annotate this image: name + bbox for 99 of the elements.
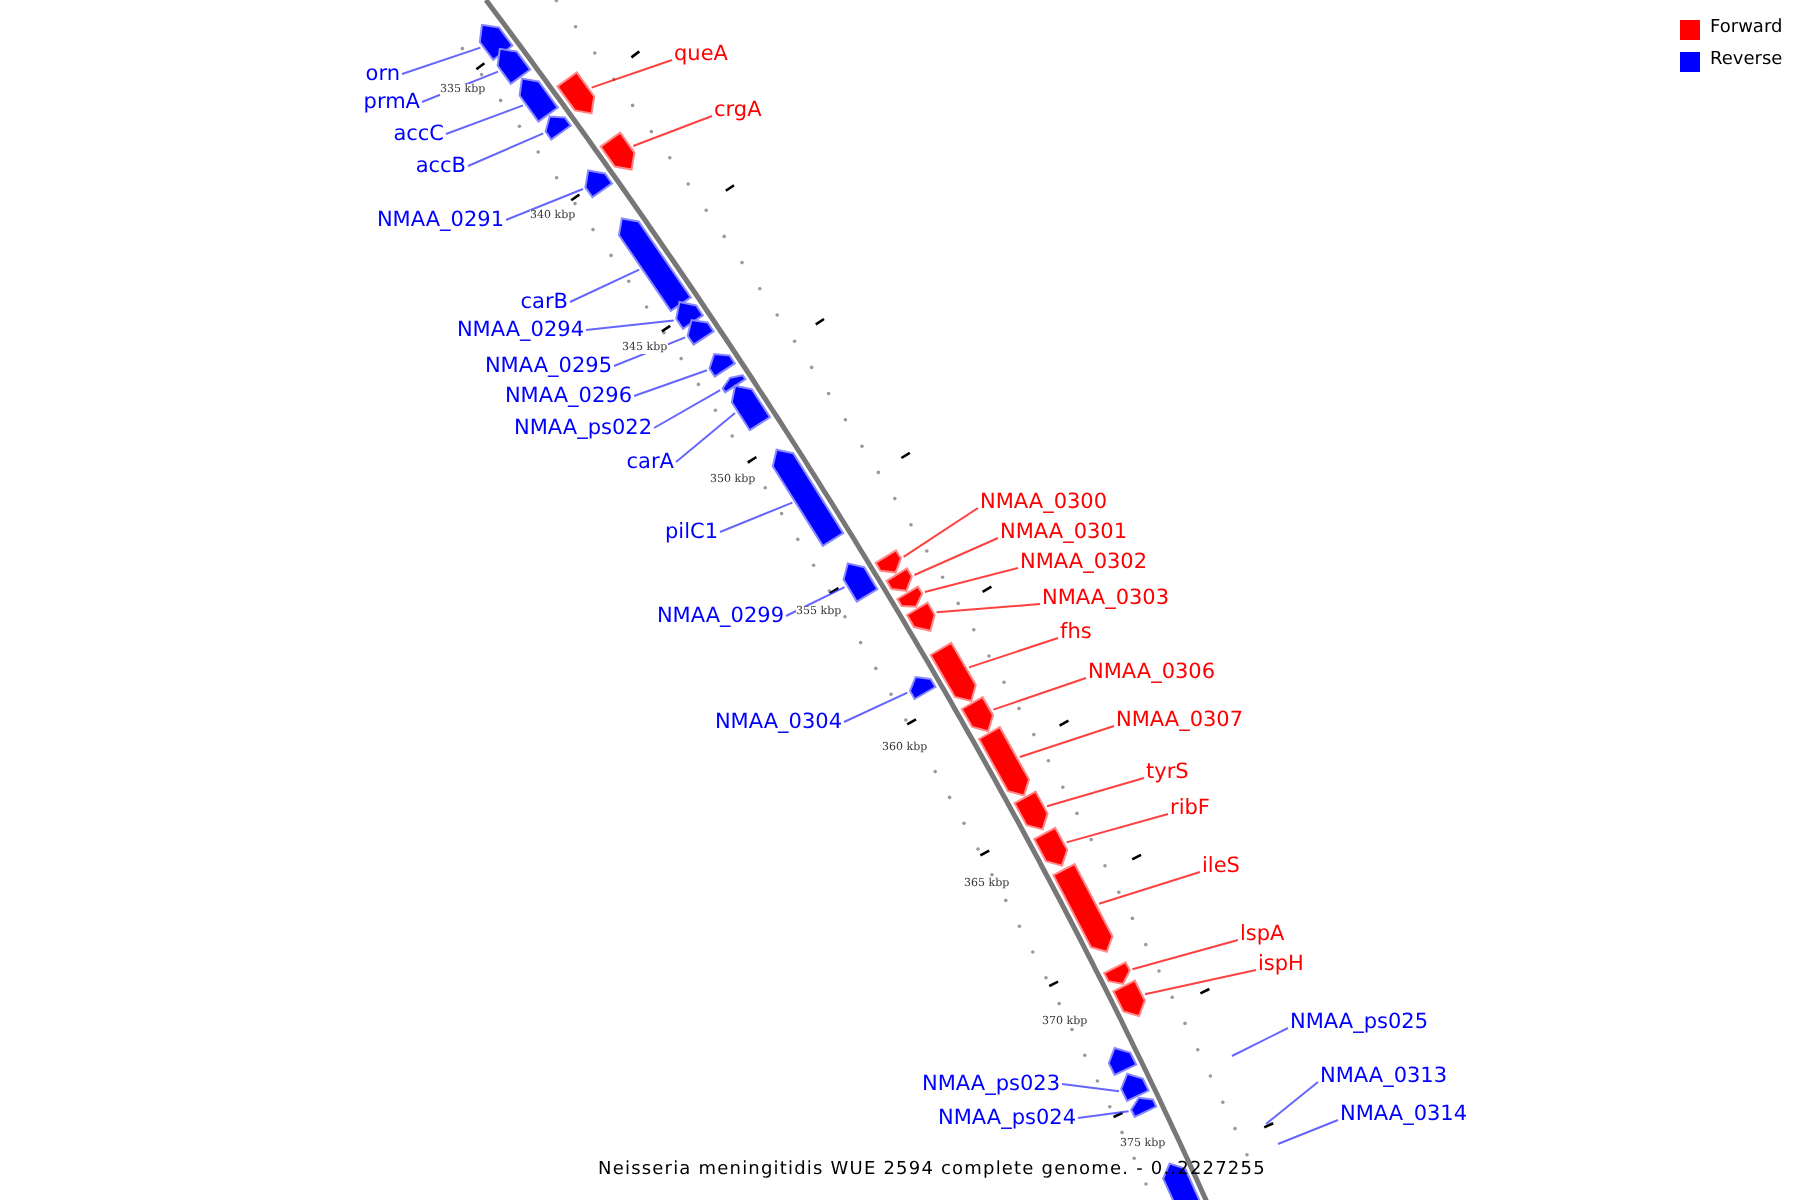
gene-block xyxy=(1102,961,1131,986)
gene-block xyxy=(905,601,936,632)
leader-line xyxy=(1046,777,1145,808)
leader-line xyxy=(1098,871,1201,905)
gene-label: lspA xyxy=(1240,922,1285,946)
leader-line xyxy=(1277,1119,1339,1145)
gene-label: NMAA_0295 xyxy=(484,354,612,378)
gene-block xyxy=(675,300,705,331)
gene-block xyxy=(896,585,924,608)
gene-block xyxy=(730,384,772,432)
gene-block xyxy=(1032,826,1069,867)
leader-line xyxy=(785,586,846,617)
gene-block xyxy=(599,131,636,171)
gene-block xyxy=(584,169,614,199)
gene-block xyxy=(1013,790,1049,831)
leader-line xyxy=(968,637,1059,669)
gene-block xyxy=(842,562,879,603)
gene-label: NMAA_0303 xyxy=(1042,586,1170,610)
gene-label: carB xyxy=(520,290,568,314)
leader-line xyxy=(1018,725,1115,758)
gene-block xyxy=(496,47,532,86)
leader-line xyxy=(445,104,524,135)
gene-label: NMAA_0300 xyxy=(980,490,1108,514)
gene-block xyxy=(885,567,913,592)
gene-label: carA xyxy=(626,450,674,474)
gene-label: NMAA_0301 xyxy=(1000,520,1128,544)
gene-label: crgA xyxy=(714,98,762,122)
gene-block xyxy=(1052,862,1114,954)
gene-label: accB xyxy=(415,154,466,178)
gene-block xyxy=(686,318,715,346)
leader-line xyxy=(1061,1083,1120,1093)
gene-label: NMAA_0313 xyxy=(1320,1064,1448,1088)
gene-label: pilC1 xyxy=(664,520,718,544)
gene-block xyxy=(908,675,937,701)
leader-line xyxy=(633,369,708,397)
leader-line xyxy=(401,46,482,75)
gene-block xyxy=(478,23,514,62)
leader-line xyxy=(590,59,673,89)
leader-line xyxy=(1265,1081,1319,1125)
gene-label: NMAA_0304 xyxy=(714,710,842,734)
gene-block xyxy=(708,352,737,378)
gene-block xyxy=(1107,1046,1138,1077)
leader-line xyxy=(843,691,909,723)
leader-line xyxy=(913,537,999,576)
leader-line xyxy=(1231,1027,1289,1057)
gene-block xyxy=(617,217,693,313)
gene-label: fhs xyxy=(1060,620,1092,644)
leader-line xyxy=(569,268,641,303)
leader-line xyxy=(632,115,713,147)
gene-label: ispH xyxy=(1258,952,1304,976)
gene-label: NMAA_ps025 xyxy=(1290,1010,1428,1034)
gene-block xyxy=(1120,1072,1150,1103)
gene-label: NMAA_0291 xyxy=(376,208,504,232)
gene-block xyxy=(721,374,747,394)
leader-line xyxy=(1131,939,1239,971)
gene-block xyxy=(960,695,995,733)
leader-line xyxy=(935,603,1041,614)
gene-label: ribF xyxy=(1170,796,1210,820)
gene-block xyxy=(977,725,1031,797)
gene-label: NMAA_0294 xyxy=(456,318,584,342)
leader-line xyxy=(1077,1110,1130,1119)
gene-label: NMAA_0306 xyxy=(1088,660,1216,684)
leader-line xyxy=(421,70,499,103)
gene-label: orn xyxy=(365,62,400,86)
gene-label: ileS xyxy=(1202,854,1240,878)
gene-label: NMAA_ps022 xyxy=(514,416,652,440)
gene-label: tyrS xyxy=(1146,760,1189,784)
gene-block xyxy=(556,71,596,115)
leader-line xyxy=(467,132,545,167)
gene-label: prmA xyxy=(363,90,420,114)
legend-label: Reverse xyxy=(1710,50,1783,72)
leader-line xyxy=(675,412,736,463)
gene-block xyxy=(771,448,845,548)
gene-label: queA xyxy=(674,42,728,66)
gene-block xyxy=(874,549,903,574)
gene-label: NMAA_0307 xyxy=(1116,708,1244,732)
gene-block xyxy=(929,641,977,703)
gene-label: NMAA_ps023 xyxy=(922,1072,1060,1096)
gene-label: accC xyxy=(393,122,444,146)
gene-block xyxy=(1112,979,1146,1018)
leader-line xyxy=(505,188,584,221)
leader-line xyxy=(613,336,687,367)
gene-label: NMAA_ps024 xyxy=(938,1106,1076,1130)
gene-label: NMAA_0299 xyxy=(656,604,784,628)
leader-line xyxy=(1065,813,1169,844)
gene-label: NMAA_0302 xyxy=(1020,550,1148,574)
gene-block xyxy=(1130,1096,1158,1119)
gene-block xyxy=(544,115,573,141)
leader-line xyxy=(719,501,794,533)
gene-block xyxy=(518,77,560,123)
leader-line xyxy=(653,389,722,429)
leader-line xyxy=(1144,969,1257,996)
gene-label: NMAA_0314 xyxy=(1340,1102,1468,1126)
leader-line xyxy=(902,507,979,558)
leader-line xyxy=(585,319,675,331)
legend-label: Forward xyxy=(1710,18,1783,40)
leader-line xyxy=(992,677,1087,711)
gene-label: NMAA_0296 xyxy=(504,384,632,408)
leader-line xyxy=(923,567,1019,593)
